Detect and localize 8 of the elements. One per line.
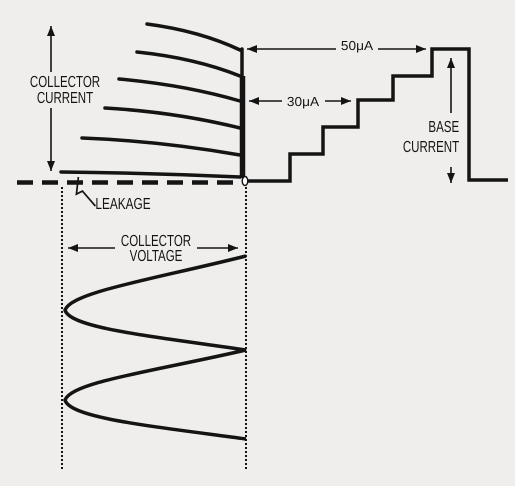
axis-label: COLLECTOR CURRENT — [30, 75, 100, 108]
dimension-label: 50μA — [340, 38, 374, 53]
dimension-label: 30μA — [286, 94, 320, 109]
axis-label: COLLECTOR VOLTAGE — [120, 234, 192, 264]
leader-line — [75, 176, 96, 207]
axis-label: BASE CURRENT — [402, 118, 460, 158]
leakage-trace — [59, 170, 242, 179]
callout-label: LEAKAGE — [95, 197, 151, 214]
